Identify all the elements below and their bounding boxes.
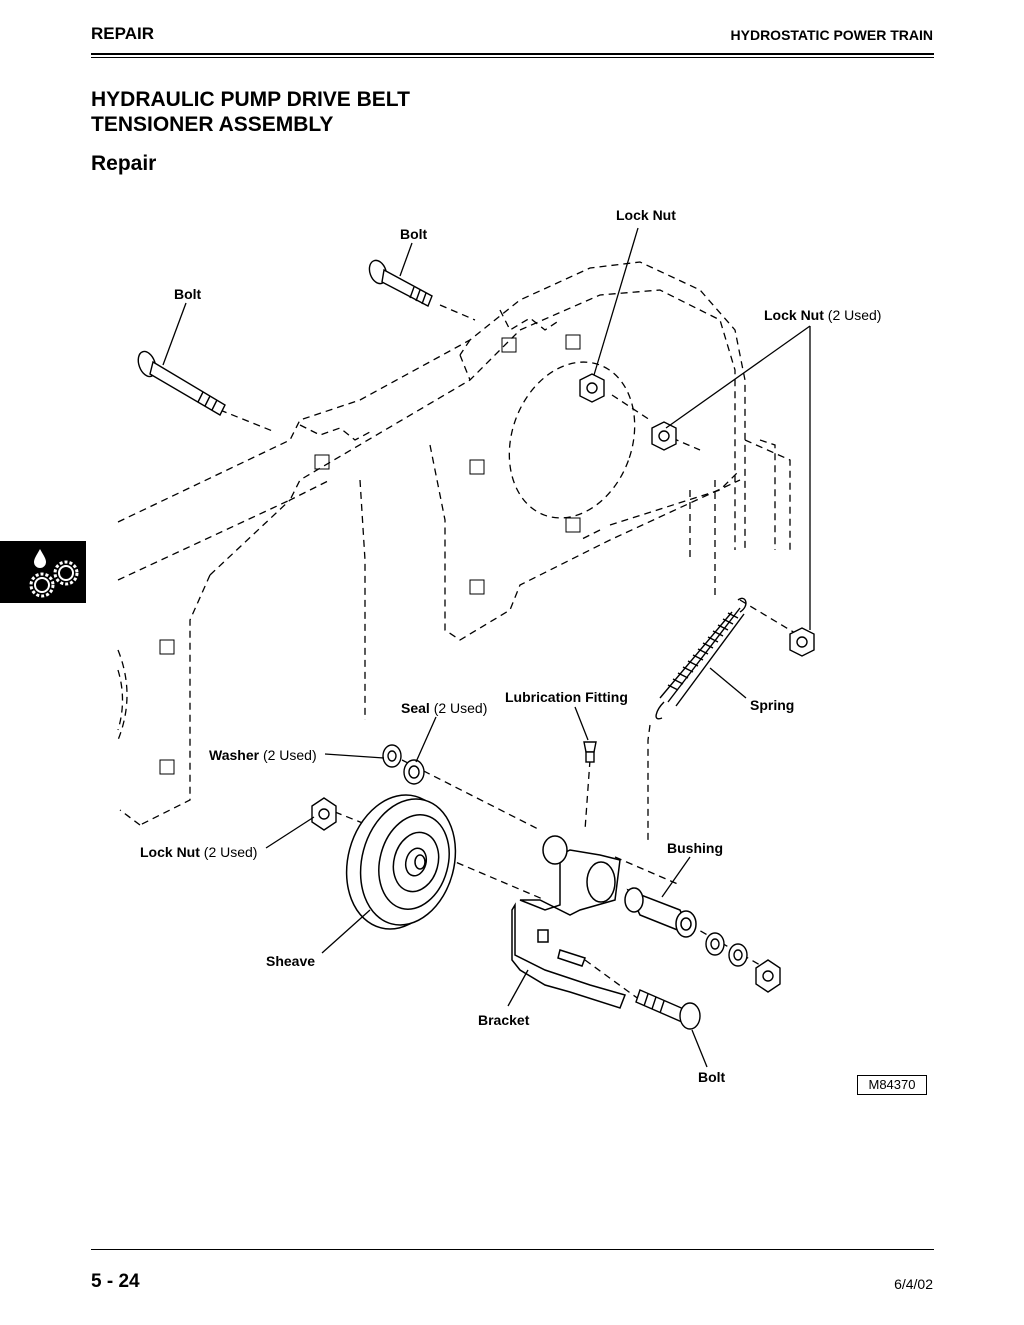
label-lubrication-fitting: Lubrication Fitting <box>505 689 628 705</box>
label-seal: Seal (2 Used) <box>401 700 488 716</box>
header-rule-thin <box>91 57 934 58</box>
section-tab <box>0 541 86 603</box>
label-lock-nut-top: Lock Nut <box>616 207 676 223</box>
header-section: REPAIR <box>91 24 154 43</box>
label-bushing: Bushing <box>667 840 723 856</box>
label-bolt-bottom: Bolt <box>698 1069 726 1085</box>
title-line-2: TENSIONER ASSEMBLY <box>91 113 334 136</box>
footer-rule <box>91 1249 934 1250</box>
leader-lines <box>162 227 811 1068</box>
page-number: 5 - 24 <box>91 1271 140 1292</box>
housing-outline <box>117 261 796 1001</box>
label-lock-nut-left: Lock Nut (2 Used) <box>140 844 258 860</box>
bushing <box>624 887 697 938</box>
section-subtitle: Repair <box>91 152 157 175</box>
title-line-1: HYDRAULIC PUMP DRIVE BELT <box>91 88 410 111</box>
lubrication-fitting <box>583 741 597 763</box>
page-title: HYDRAULIC PUMP DRIVE BELT TENSIONER ASSE… <box>91 87 410 137</box>
housing-lock-nuts <box>579 373 815 657</box>
label-lock-nut-2-used: Lock Nut (2 Used) <box>764 307 882 323</box>
label-sheave: Sheave <box>266 953 316 969</box>
figure-id: M84370 <box>857 1075 927 1095</box>
housing-squares <box>159 334 581 775</box>
label-washer: Washer (2 Used) <box>209 747 317 763</box>
upper-bolt <box>368 259 433 307</box>
header-rule <box>91 53 934 55</box>
bottom-bolt <box>635 989 701 1030</box>
hydraulic-gears-icon <box>29 549 79 598</box>
left-bolt <box>137 350 226 416</box>
sheave <box>345 794 457 930</box>
label-spring: Spring <box>750 697 795 713</box>
label-bolt-left: Bolt <box>174 286 202 302</box>
header-chapter: HYDROSTATIC POWER TRAIN <box>730 27 933 43</box>
label-bolt-upper: Bolt <box>400 226 428 242</box>
bracket <box>511 835 626 1009</box>
sheave-lock-nut <box>311 797 337 831</box>
label-bracket: Bracket <box>478 1012 530 1028</box>
spring <box>655 597 747 720</box>
footer-date: 6/4/02 <box>894 1276 933 1292</box>
washers-and-seals <box>382 744 425 785</box>
bushing-washers <box>705 932 781 993</box>
